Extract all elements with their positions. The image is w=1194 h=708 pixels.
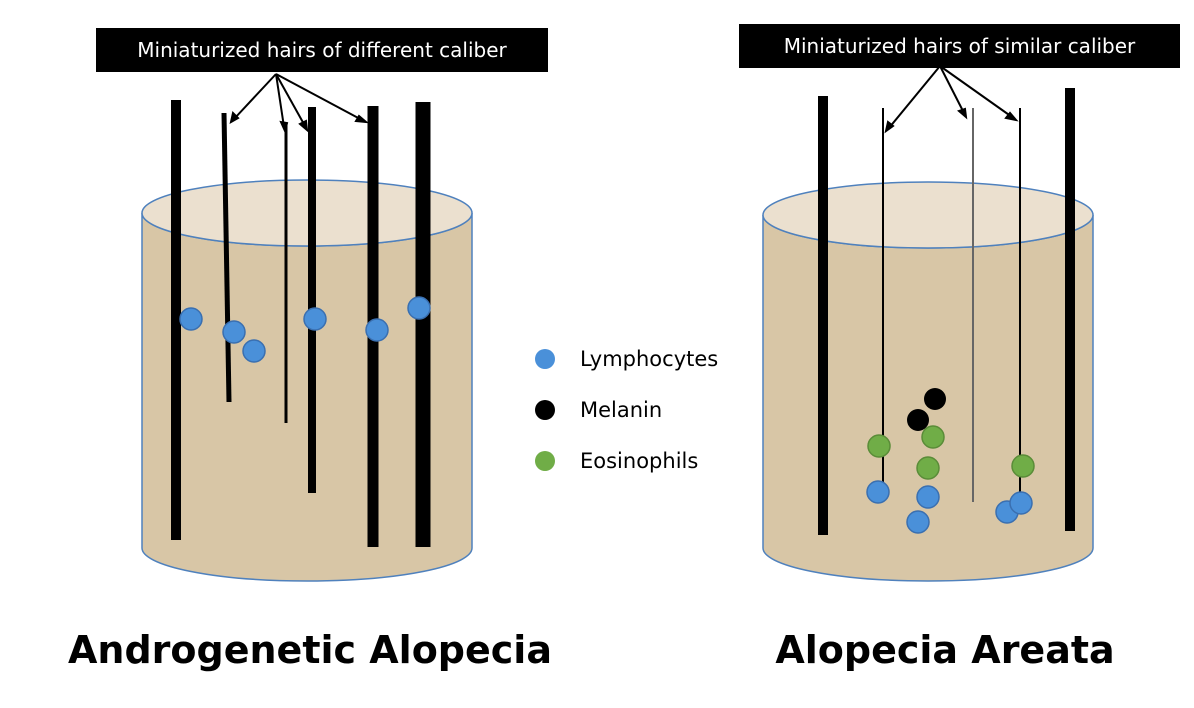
- legend-label: Lymphocytes: [580, 347, 719, 371]
- right-lymphocytes: [866, 480, 1033, 534]
- eosinophil-swatch: [535, 451, 555, 471]
- left-lymphocytes: [179, 296, 431, 363]
- melanin-granule: [924, 388, 946, 410]
- right-cylinder-top: [762, 181, 1094, 249]
- right-eosinophils: [867, 425, 1035, 480]
- lymphocyte-cell: [916, 485, 940, 509]
- lymphocyte-cell: [222, 320, 246, 344]
- miniaturized-hair: [221, 112, 232, 403]
- legend-item-melanin: Melanin: [535, 393, 755, 427]
- lymphocyte-cell: [365, 318, 389, 342]
- eosinophil-cell: [867, 434, 891, 458]
- callout-different-caliber: Miniaturized hairs of different caliber: [96, 28, 548, 72]
- eosinophil-cell: [1011, 454, 1035, 478]
- melanin-swatch: [535, 400, 555, 420]
- legend-item-lymphocytes: Lymphocytes: [535, 342, 755, 376]
- legend-label: Melanin: [580, 398, 663, 422]
- lymphocyte-cell: [242, 339, 266, 363]
- lymphocyte-cell: [1009, 491, 1033, 515]
- legend-item-eosinophils: Eosinophils: [535, 444, 755, 478]
- eosinophil-cell: [916, 456, 940, 480]
- eosinophil-cell: [921, 425, 945, 449]
- lymphocyte-cell: [906, 510, 930, 534]
- right-hairs: [818, 88, 1075, 535]
- caption-androgenetic-alopecia: Androgenetic Alopecia: [68, 628, 552, 672]
- lymphocyte-swatch: [535, 349, 555, 369]
- legend: Lymphocytes Melanin Eosinophils: [535, 342, 755, 495]
- right-callout-arrows: [884, 65, 1019, 134]
- lymphocyte-cell: [866, 480, 890, 504]
- caption-alopecia-areata: Alopecia Areata: [775, 628, 1115, 672]
- legend-label: Eosinophils: [580, 449, 699, 473]
- lymphocyte-cell: [179, 307, 203, 331]
- lymphocyte-cell: [303, 307, 327, 331]
- melanin-granule: [907, 409, 929, 431]
- right-melanin: [907, 388, 946, 431]
- left-callout-arrows: [229, 73, 370, 135]
- callout-similar-caliber: Miniaturized hairs of similar caliber: [739, 24, 1180, 68]
- lymphocyte-cell: [407, 296, 431, 320]
